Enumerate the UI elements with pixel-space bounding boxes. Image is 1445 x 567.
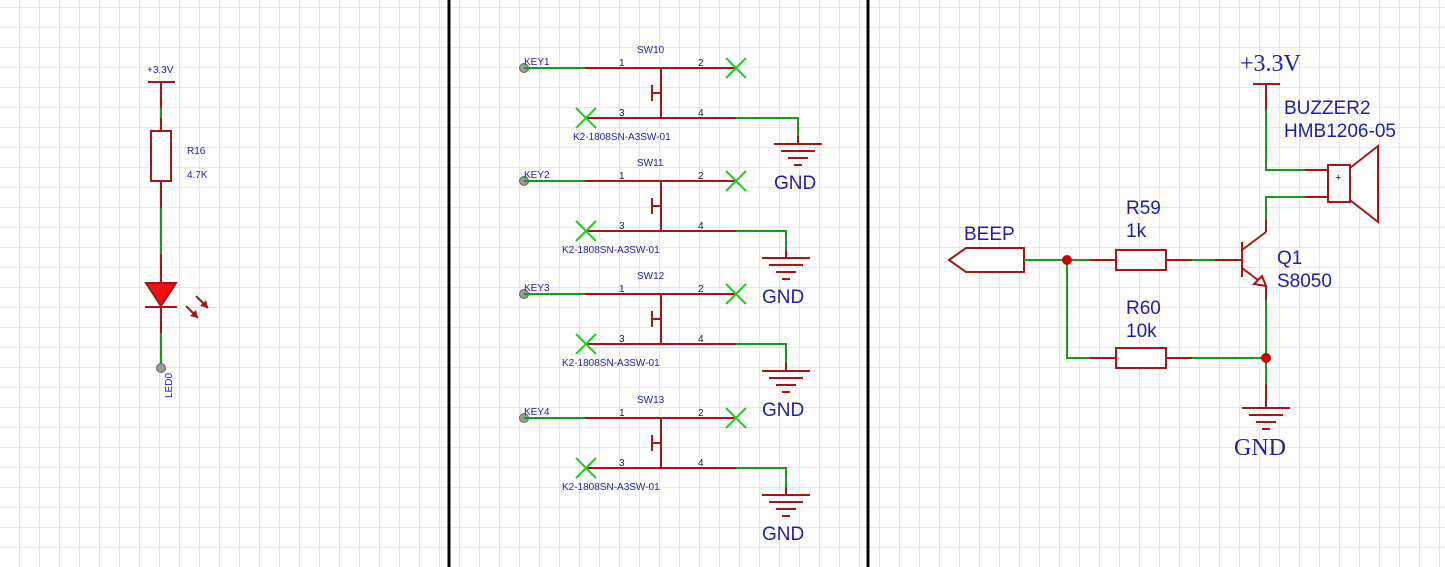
no-connect-icon — [725, 283, 747, 305]
key-net-label: KEY2 — [524, 170, 550, 181]
r16-resistor — [150, 130, 172, 182]
buzzer-gnd-label: GND — [1234, 435, 1286, 461]
ground-icon — [762, 494, 810, 517]
r59-resistor — [1115, 249, 1167, 271]
r60-resistor — [1115, 347, 1167, 369]
key-net-label: KEY3 — [524, 283, 550, 294]
pin-number: 1 — [619, 58, 625, 69]
led-emission-arrows-icon — [185, 295, 209, 319]
r59-ref-label: R59 — [1126, 198, 1161, 219]
switch-part-label: K2-1808SN-A3SW-01 — [562, 245, 660, 256]
r60-left-wire — [1066, 260, 1090, 359]
pin-number: 2 — [698, 284, 704, 295]
buzzer-ref-label: BUZZER2 — [1284, 98, 1371, 119]
no-connect-icon — [725, 57, 747, 79]
pin-number: 2 — [698, 58, 704, 69]
junction-dot — [1062, 255, 1072, 265]
buzzer-power-label: +3.3V — [1240, 51, 1302, 77]
r16-ref-label: R16 — [187, 146, 206, 157]
no-connect-icon — [725, 407, 747, 429]
no-connect-icon — [725, 170, 747, 192]
buzzer-plus-sign: + — [1335, 172, 1341, 184]
ground-icon — [1242, 407, 1290, 430]
pin-number: 3 — [619, 458, 625, 469]
r59-value-label: 1k — [1126, 221, 1147, 242]
pin-number: 4 — [698, 334, 704, 345]
switch-ref-label: SW13 — [637, 395, 665, 406]
q1-ref-label: Q1 — [1277, 248, 1302, 269]
pin-number: 3 — [619, 108, 625, 119]
q1-npn-transistor-icon — [1215, 231, 1268, 300]
pin-number: 1 — [619, 408, 625, 419]
buzzer-horn-icon — [1349, 143, 1379, 225]
junction-dot — [1261, 353, 1271, 363]
collector-wire — [1265, 196, 1305, 220]
pin-number: 3 — [619, 334, 625, 345]
no-connect-icon — [575, 220, 597, 242]
led-power-label: +3.3V — [147, 65, 174, 76]
pin-number: 4 — [698, 108, 704, 119]
r60-ref-label: R60 — [1126, 298, 1161, 319]
pin-number: 4 — [698, 221, 704, 232]
ground-label: GND — [762, 524, 804, 545]
led0-net-port — [156, 363, 166, 373]
beep-port-symbol — [947, 247, 1025, 273]
ground-wire — [736, 230, 787, 250]
led-circuit: +3.3V R16 4.7K LED0 — [144, 65, 209, 398]
pin-number: 1 — [619, 284, 625, 295]
no-connect-icon — [575, 107, 597, 129]
ground-wire — [736, 343, 787, 363]
switch-part-label: K2-1808SN-A3SW-01 — [573, 132, 671, 143]
no-connect-icon — [575, 333, 597, 355]
ground-wire — [736, 117, 799, 136]
led0-net-label: LED0 — [164, 373, 175, 398]
ground-icon — [762, 370, 810, 393]
buzzer-supply-wire — [1265, 110, 1305, 171]
ground-wire — [736, 467, 787, 487]
key-net-label: KEY1 — [524, 57, 550, 68]
pin-number: 1 — [619, 171, 625, 182]
ground-label: GND — [774, 173, 816, 194]
r60-value-label: 10k — [1126, 321, 1157, 342]
switch-ref-label: SW11 — [637, 158, 664, 169]
switch-part-label: K2-1808SN-A3SW-01 — [562, 482, 660, 493]
pin-number: 2 — [698, 408, 704, 419]
pin-number: 4 — [698, 458, 704, 469]
switch-ref-label: SW10 — [637, 45, 665, 56]
pin-number: 3 — [619, 221, 625, 232]
pin-number: 2 — [698, 171, 704, 182]
beep-port-label: BEEP — [964, 224, 1015, 245]
no-connect-icon — [575, 457, 597, 479]
switch-part-label: K2-1808SN-A3SW-01 — [562, 358, 660, 369]
ground-label: GND — [762, 400, 804, 421]
q1-part-label: S8050 — [1277, 271, 1332, 292]
key-net-label: KEY4 — [524, 407, 550, 418]
buzzer-circuit: +3.3V + BUZZER2 HMB1206-05 Q1 S8050 BEEP — [947, 51, 1396, 461]
r16-value-label: 4.7K — [187, 170, 208, 181]
ground-label: GND — [762, 287, 804, 308]
led-diode-symbol — [144, 282, 178, 308]
buzzer-part-label: HMB1206-05 — [1284, 121, 1396, 142]
switch-ref-label: SW12 — [637, 271, 665, 282]
ground-icon — [762, 257, 810, 280]
ground-icon — [774, 143, 822, 166]
